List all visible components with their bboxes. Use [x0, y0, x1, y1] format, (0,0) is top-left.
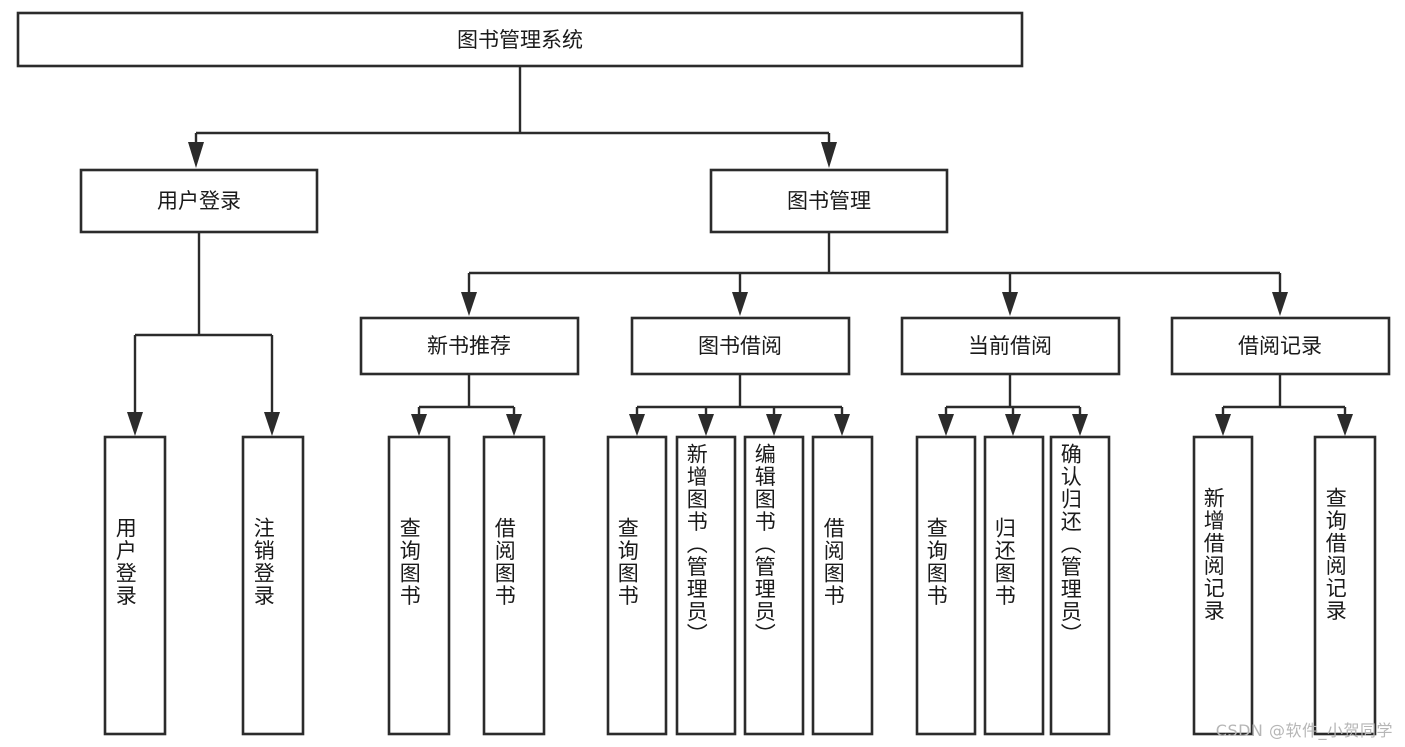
- node-book-borrow-box[interactable]: [630, 316, 851, 376]
- connector-group-book-borrow: [629, 374, 850, 436]
- connector-group-new-book: [411, 374, 522, 436]
- arrow-head-leaf-query-book-new: [411, 414, 427, 436]
- node-new-book-recommend-label: 新书推荐: [427, 334, 511, 358]
- arrow-head-leaf-edit-book: [766, 414, 782, 436]
- node-user-login[interactable]: 用户登录: [79, 168, 319, 234]
- node-book-manage-label: 图书管理: [787, 189, 871, 213]
- arrow-head-user-login: [188, 142, 204, 168]
- leaf-query-record-box[interactable]: [1313, 435, 1377, 736]
- arrow-head-leaf-logout: [264, 412, 280, 436]
- leaf-logout-box[interactable]: [241, 435, 305, 736]
- leaf-add-record-box[interactable]: [1192, 435, 1254, 736]
- node-current-borrow-box[interactable]: [900, 316, 1121, 376]
- leaf-confirm-return-box[interactable]: [1049, 435, 1111, 736]
- arrow-head-leaf-add-record: [1215, 414, 1231, 436]
- leaf-query-book-box[interactable]: [606, 435, 668, 736]
- arrow-head-leaf-query-record: [1337, 414, 1353, 436]
- arrow-head-leaf-query-book: [629, 414, 645, 436]
- connector-root-stem: [194, 66, 831, 142]
- leaf-user-login-box[interactable]: [103, 435, 167, 736]
- node-current-borrow[interactable]: 当前借阅: [900, 316, 1121, 376]
- arrow-head-borrow-record: [1272, 292, 1288, 316]
- leaf-query-book-new-box[interactable]: [387, 435, 451, 736]
- arrow-head-leaf-return-book: [1005, 414, 1021, 436]
- node-user-login-box[interactable]: [79, 168, 319, 234]
- node-borrow-record-label: 借阅记录: [1238, 334, 1322, 358]
- node-book-manage-box[interactable]: [709, 168, 949, 234]
- arrow-head-leaf-borrow-book-new: [506, 414, 522, 436]
- leaf-query-book-cur-box[interactable]: [915, 435, 977, 736]
- arrow-head-leaf-borrow-book: [834, 414, 850, 436]
- arrow-head-book-manage: [821, 142, 837, 168]
- connector-book-manage-stem: [467, 232, 1282, 292]
- node-new-book-recommend-box[interactable]: [359, 316, 580, 376]
- arrow-head-current-borrow: [1002, 292, 1018, 316]
- node-book-borrow[interactable]: 图书借阅: [630, 316, 851, 376]
- leaf-borrow-book-new-box[interactable]: [482, 435, 546, 736]
- node-book-manage[interactable]: 图书管理: [709, 168, 949, 234]
- leaf-return-book-box[interactable]: [983, 435, 1045, 736]
- connector-current-borrow-stem: [944, 374, 1082, 414]
- connector-new-book-stem: [417, 374, 516, 414]
- node-borrow-record[interactable]: 借阅记录: [1170, 316, 1391, 376]
- arrow-head-leaf-query-book-cur: [938, 414, 954, 436]
- connector-borrow-record-stem: [1221, 374, 1347, 414]
- arrow-head-book-borrow: [732, 292, 748, 316]
- connector-group-current-borrow: [938, 374, 1088, 436]
- leaf-borrow-book-box[interactable]: [811, 435, 874, 736]
- arrow-head-new-book-recommend: [461, 292, 477, 316]
- node-root[interactable]: 图书管理系统: [16, 11, 1024, 68]
- arrow-head-leaf-add-book: [698, 414, 714, 436]
- leaf-add-book-box[interactable]: [675, 435, 737, 736]
- node-root-box[interactable]: [16, 11, 1024, 68]
- node-current-borrow-label: 当前借阅: [968, 334, 1052, 358]
- arrow-head-leaf-confirm-return: [1072, 414, 1088, 436]
- connector-group-book-manage: [461, 232, 1288, 316]
- connector-user-login-stem: [133, 232, 274, 412]
- csdn-watermark: CSDN @软件_小贺同学: [1215, 721, 1393, 740]
- node-borrow-record-box[interactable]: [1170, 316, 1391, 376]
- leaf-boxes: [103, 435, 1377, 736]
- connector-group-root: [188, 66, 837, 168]
- node-root-label: 图书管理系统: [457, 28, 583, 52]
- arrow-head-leaf-user-login: [127, 412, 143, 436]
- leaf-edit-book-box[interactable]: [743, 435, 805, 736]
- connector-group-borrow-record: [1215, 374, 1353, 436]
- node-user-login-label: 用户登录: [157, 189, 241, 213]
- node-book-borrow-label: 图书借阅: [698, 334, 782, 358]
- node-new-book-recommend[interactable]: 新书推荐: [359, 316, 580, 376]
- connector-group-user-login: [127, 232, 280, 436]
- connector-book-borrow-stem: [635, 374, 844, 414]
